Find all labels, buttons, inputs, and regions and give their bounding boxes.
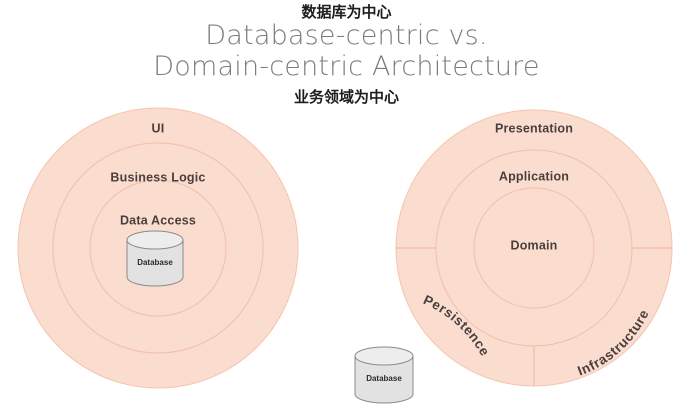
left-label-data-access: Data Access — [120, 213, 196, 227]
right-label-domain: Domain — [510, 238, 557, 252]
left-cylinder-label: Database — [137, 258, 173, 267]
left-ring-business-logic[interactable] — [52, 142, 264, 354]
left-architecture-circle: UI Business Logic Data Access Database — [17, 107, 299, 389]
left-cylinder-body — [126, 239, 184, 287]
bottom-database-cylinder[interactable]: Database — [354, 346, 414, 404]
bottom-cylinder-top — [354, 346, 414, 366]
bottom-cylinder-body — [354, 355, 414, 404]
left-label-ui: UI — [152, 121, 165, 135]
right-architecture-circle: Presentation Application Domain Persiste… — [395, 109, 673, 387]
annotation-domain-centric-cn: 业务领域为中心 — [293, 88, 399, 106]
left-ring-data-access[interactable] — [89, 179, 227, 317]
left-cylinder-top — [126, 230, 184, 250]
right-ring-domain[interactable] — [473, 187, 595, 309]
left-label-business-logic: Business Logic — [110, 170, 205, 184]
right-label-presentation: Presentation — [495, 121, 573, 135]
annotation-database-centric-cn: 数据库为中心 — [301, 3, 392, 21]
right-label-application: Application — [499, 169, 569, 183]
bottom-cylinder-label: Database — [366, 374, 402, 383]
left-database-cylinder[interactable]: Database — [126, 230, 184, 287]
